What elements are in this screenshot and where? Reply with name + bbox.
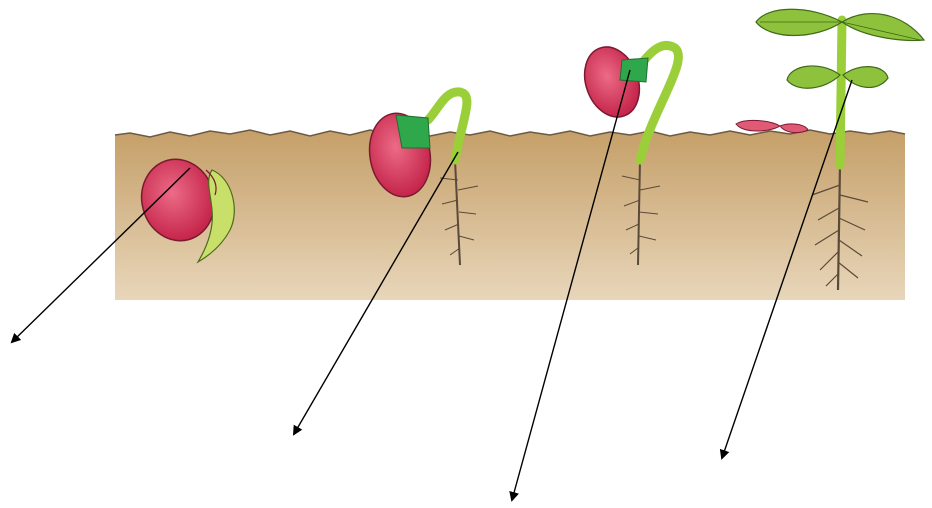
diagram-canvas [0,0,932,508]
seed-germination-diagram [0,0,932,508]
